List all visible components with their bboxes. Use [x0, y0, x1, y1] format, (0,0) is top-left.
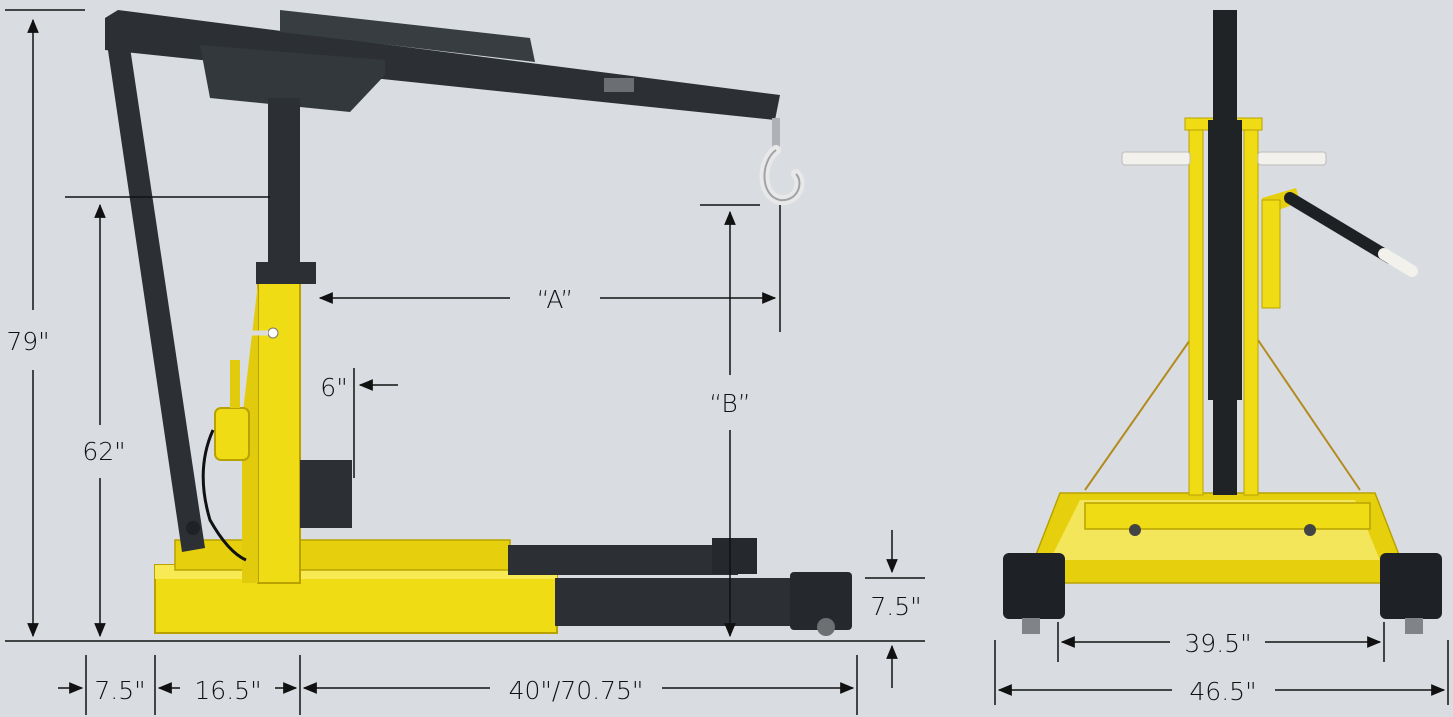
dimension-labels: 79" 62" “A” “B” 6" 7.5" 7.5" 16.5" 40"/7…: [6, 285, 1256, 706]
hydraulic-pump: [201, 360, 250, 562]
reach-label: “A”: [537, 285, 574, 314]
base-frame: [154, 539, 558, 634]
lifting-hook-icon: [759, 118, 805, 206]
pump-lever: [1261, 188, 1418, 309]
left-handle: [1121, 151, 1191, 166]
front-base: [1023, 492, 1412, 584]
front-wheels: [1003, 524, 1442, 634]
mast-to-legs-label: 16.5": [194, 676, 261, 705]
rear-to-mast-label: 7.5": [94, 676, 145, 705]
mast-offset-label: 6": [320, 373, 347, 402]
leg-length-label: 40"/70.75": [509, 676, 644, 705]
brace-pivot: [186, 521, 200, 535]
mast: [240, 262, 352, 584]
leg-height-label: 7.5": [870, 592, 921, 621]
front-column: [1208, 10, 1242, 495]
guy-wire-right: [1257, 339, 1361, 491]
inner-width-label: 39.5": [1184, 629, 1251, 658]
pivot-height-label: 62": [82, 437, 125, 466]
diagonal-brace: [105, 30, 205, 552]
guy-wire-left: [1084, 339, 1191, 491]
dimension-lines: [5, 9, 1449, 715]
front-view-crane: [1003, 10, 1442, 634]
overall-height-label: 79": [6, 327, 49, 356]
hook-height-label: “B”: [709, 389, 751, 418]
front-mast: [1184, 117, 1263, 496]
lower-leg: [555, 572, 852, 636]
boom: [105, 10, 780, 120]
side-view-crane: [105, 10, 852, 636]
upper-leg: [508, 538, 757, 575]
right-handle: [1257, 151, 1327, 166]
boom-post: [268, 98, 300, 268]
outer-width-label: 46.5": [1189, 677, 1256, 706]
